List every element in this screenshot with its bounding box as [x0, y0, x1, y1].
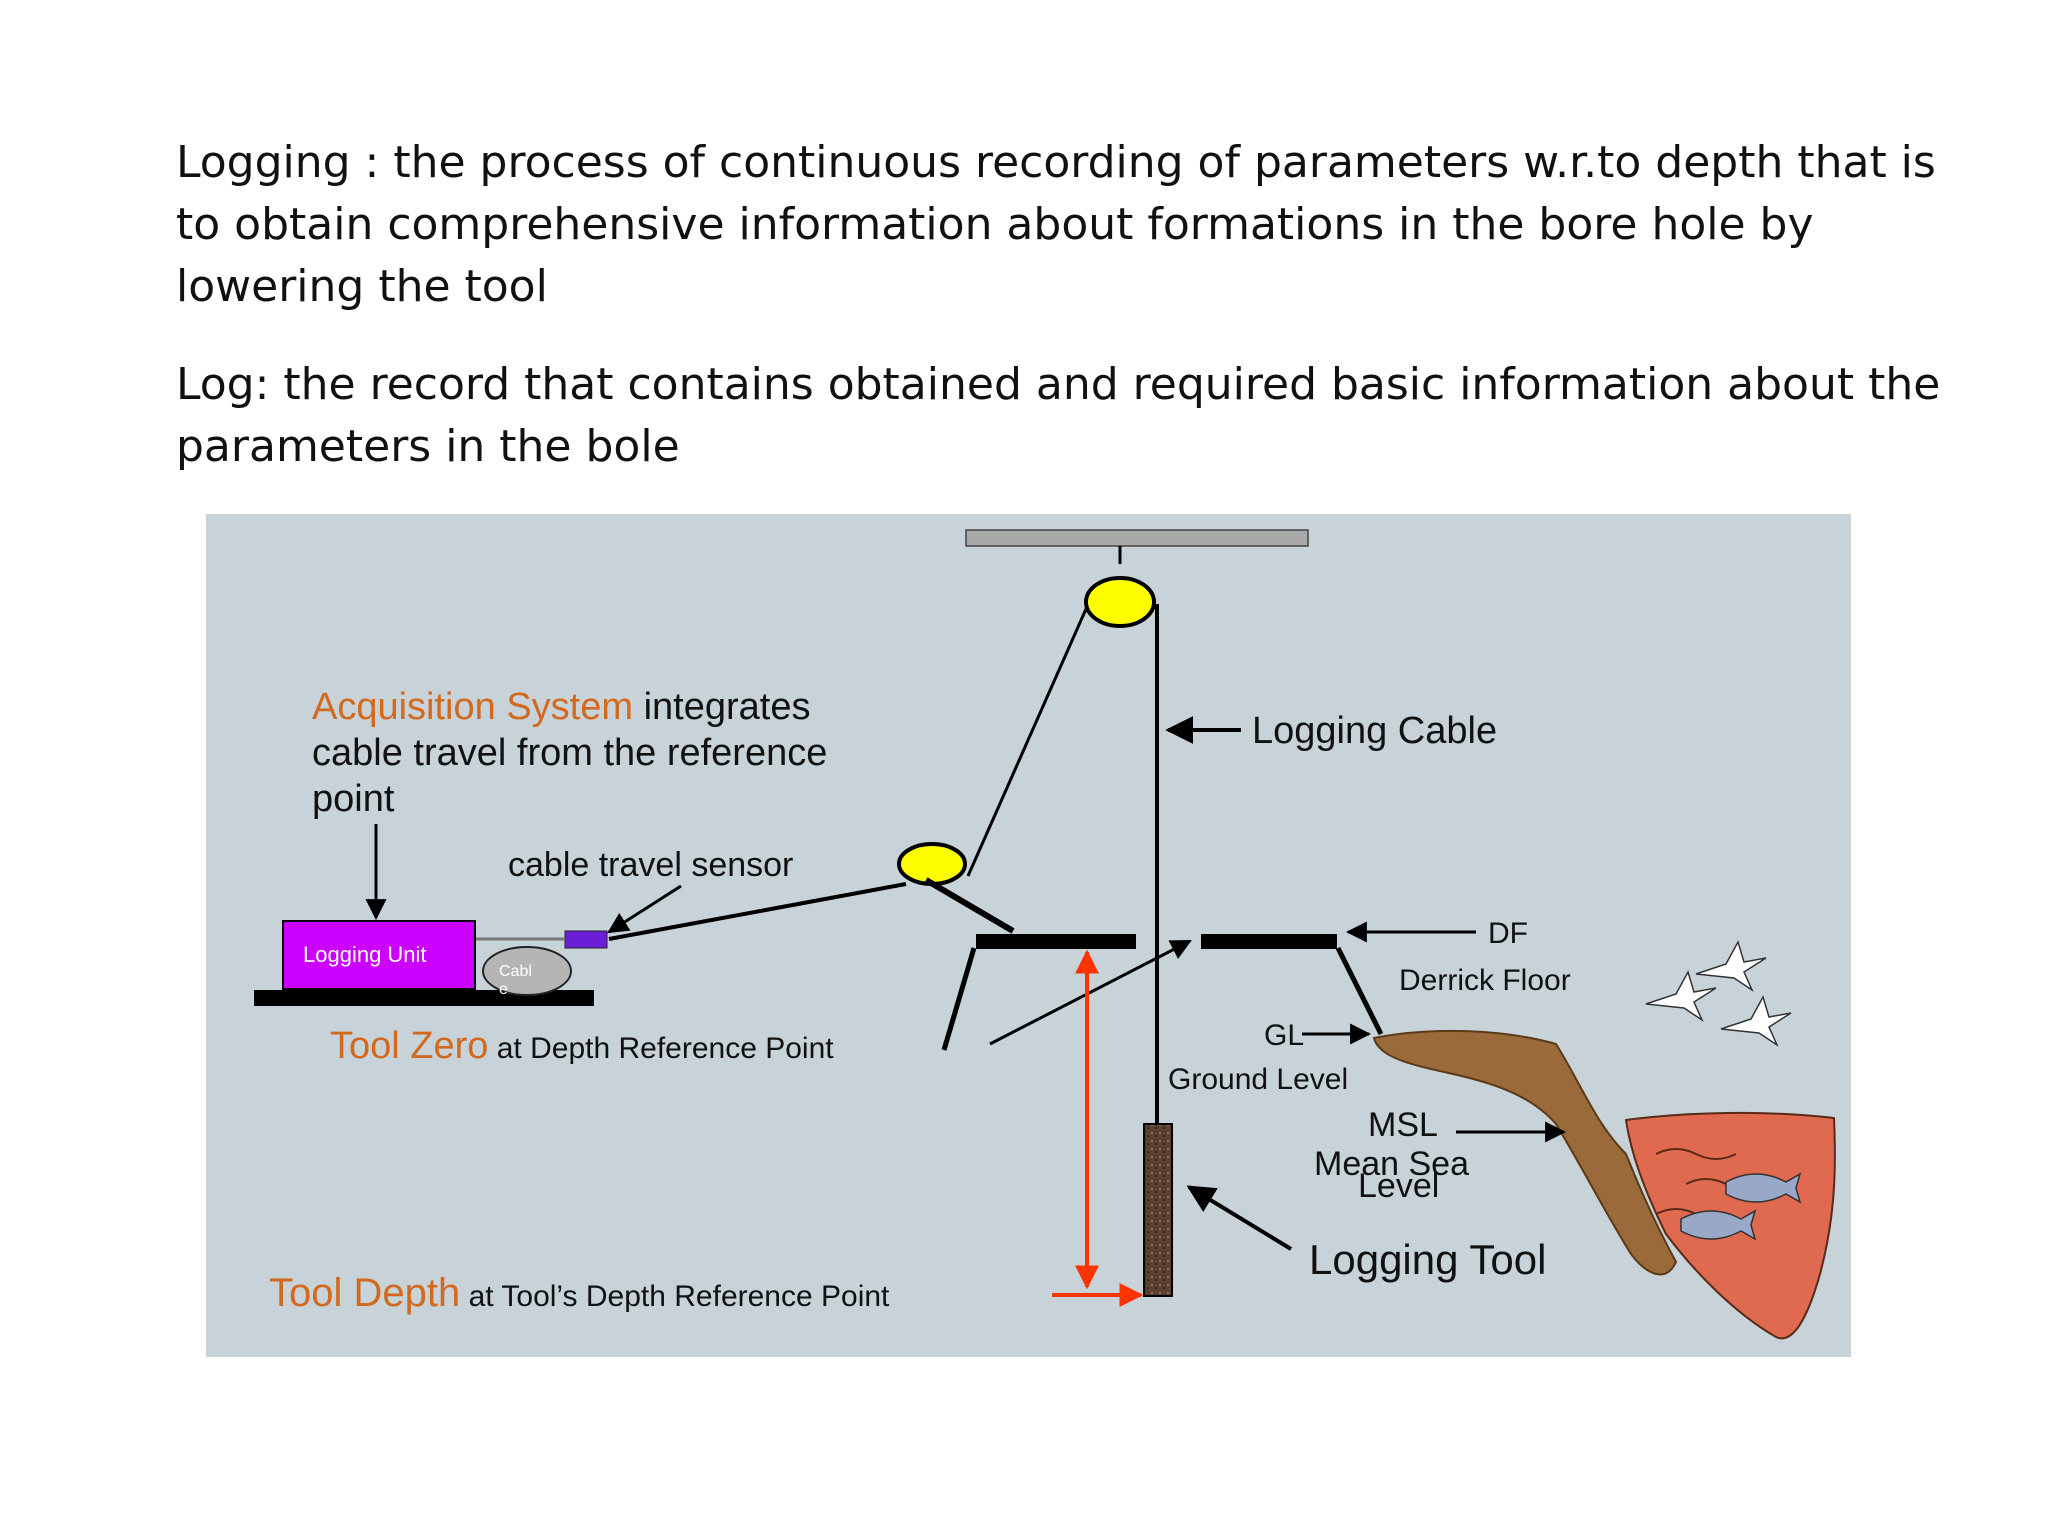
tool-depth-rest: at Tool’s Depth Reference Point [460, 1280, 890, 1313]
fish-icon [1680, 1172, 1802, 1241]
derrick-floor-left [976, 934, 1136, 949]
rig-leg-left [941, 947, 977, 1051]
acquisition-line-1: Acquisition System integrates [312, 686, 810, 728]
logging-unit-box [282, 920, 476, 990]
logging-unit-label: Logging Unit [303, 942, 427, 967]
cable-travel-sensor-box [564, 930, 608, 949]
crown-beam [965, 529, 1309, 547]
well-logging-diagram: Logging Unit Cabl e Acquisition System i… [206, 514, 1851, 1357]
derrick-floor-right [1201, 934, 1337, 949]
pulley-bracket [924, 877, 1015, 934]
cable-travel-sensor-label: cable travel sensor [508, 846, 793, 884]
rig-leg-right [1335, 946, 1384, 1036]
mean-sea-label: Mean Sea [1314, 1145, 1469, 1183]
acquisition-line-3: point [312, 778, 395, 820]
tool-depth-label: Tool Depth at Tool’s Depth Reference Poi… [269, 1271, 890, 1315]
tool-zero-rest: at Depth Reference Point [488, 1032, 834, 1065]
sensor-pulley [897, 842, 967, 886]
cable-drum-label: Cabl [499, 963, 532, 980]
tool-zero-label: Tool Zero at Depth Reference Point [330, 1025, 834, 1067]
cable-to-unit [608, 882, 907, 941]
sensor-label-arrow [607, 884, 682, 934]
logging-tool [1143, 1123, 1173, 1297]
log-definition: Log: the record that contains obtained a… [176, 359, 1941, 472]
cable-drum-label-2: e [499, 981, 508, 998]
ground-level-label: Ground Level [1168, 1063, 1348, 1096]
cable-drum [482, 946, 572, 996]
logging-tool-label: Logging Tool [1309, 1236, 1546, 1283]
top-pulley [1084, 576, 1156, 628]
logging-tool-arrow [1186, 1185, 1293, 1251]
acquisition-highlight: Acquisition System [312, 686, 633, 728]
msl-label: MSL [1368, 1106, 1438, 1144]
cable-to-sensor [966, 608, 1088, 877]
logging-definition: Logging : the process of continuous reco… [176, 137, 1936, 312]
acquisition-line-2: cable travel from the reference [312, 732, 827, 774]
tool-zero-highlight: Tool Zero [330, 1025, 488, 1067]
derrick-floor-label: Derrick Floor [1399, 964, 1571, 997]
acquisition-rest: integrates [633, 686, 810, 728]
level-label: Level [1358, 1167, 1439, 1205]
gl-label: GL [1264, 1019, 1304, 1052]
df-label: DF [1488, 917, 1528, 950]
ground-formation [1372, 1029, 1678, 1276]
birds-icon [1645, 940, 1792, 1048]
logging-cable-label: Logging Cable [1252, 710, 1497, 752]
tool-depth-highlight: Tool Depth [269, 1271, 460, 1315]
